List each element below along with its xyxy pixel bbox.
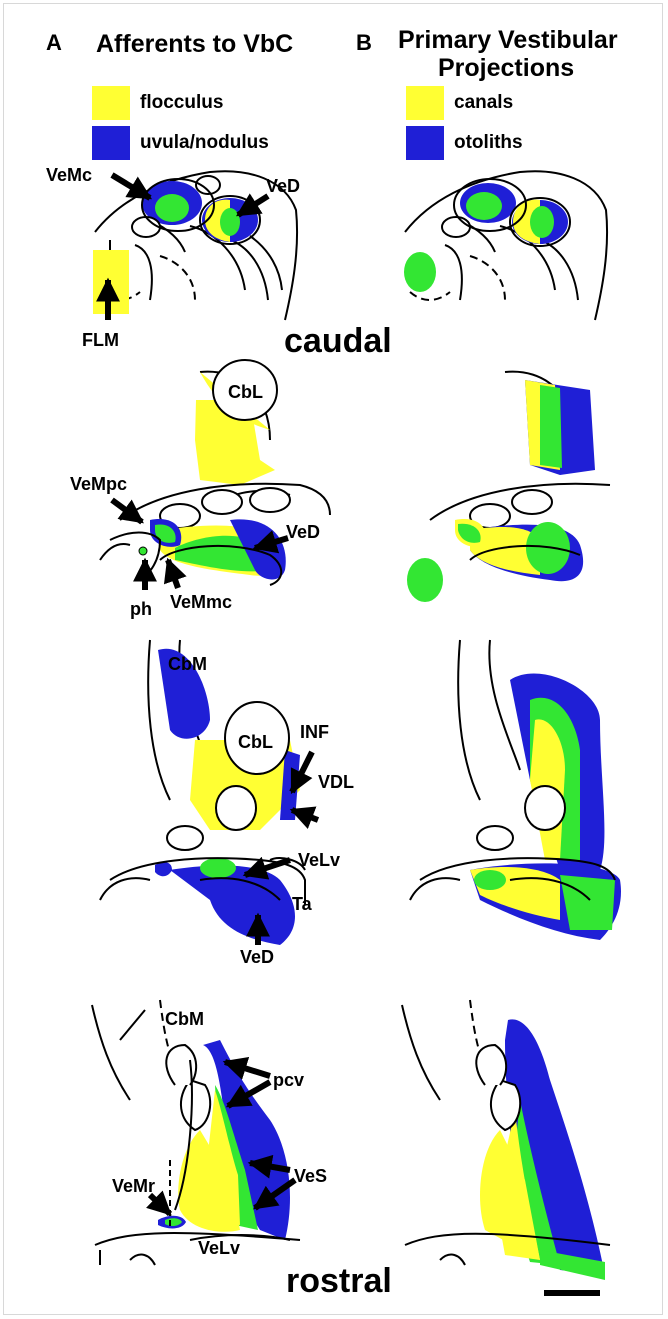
section-3-panel-b bbox=[410, 640, 621, 940]
section-4-panel-b bbox=[402, 1000, 610, 1280]
label-ta: Ta bbox=[292, 894, 313, 914]
label-velv-3: VeLv bbox=[298, 850, 340, 870]
section-4-panel-a: CbM pcv VeMr VeS VeLv bbox=[92, 1000, 327, 1265]
label-ph: ph bbox=[130, 599, 152, 619]
label-pcv: pcv bbox=[273, 1070, 304, 1090]
label-ved-2: VeD bbox=[286, 522, 320, 542]
label-inf: INF bbox=[300, 722, 329, 742]
label-vemr: VeMr bbox=[112, 1176, 155, 1196]
label-flm: FLM bbox=[82, 330, 119, 350]
label-vempc: VeMpc bbox=[70, 474, 127, 494]
section-2-panel-a: CbL VeMpc VeD ph VeMmc bbox=[70, 360, 330, 619]
section-1-panel-a: VeMc VeD FLM bbox=[46, 165, 300, 350]
label-ved-1: VeD bbox=[266, 176, 300, 196]
label-vemc: VeMc bbox=[46, 165, 92, 185]
label-vdl: VDL bbox=[318, 772, 354, 792]
section-1-panel-b bbox=[404, 171, 607, 320]
label-cbl-2: CbL bbox=[228, 382, 263, 402]
section-3-panel-a: CbM CbL INF VDL VeLv Ta VeD bbox=[100, 640, 354, 967]
label-velv-4: VeLv bbox=[198, 1238, 240, 1258]
section-2-panel-b bbox=[407, 372, 610, 602]
label-cbm-3: CbM bbox=[168, 654, 207, 674]
label-cbl-3: CbL bbox=[238, 732, 273, 752]
label-ved-3: VeD bbox=[240, 947, 274, 967]
label-ves: VeS bbox=[294, 1166, 327, 1186]
label-cbm-4: CbM bbox=[165, 1009, 204, 1029]
label-vemmc: VeMmc bbox=[170, 592, 232, 612]
